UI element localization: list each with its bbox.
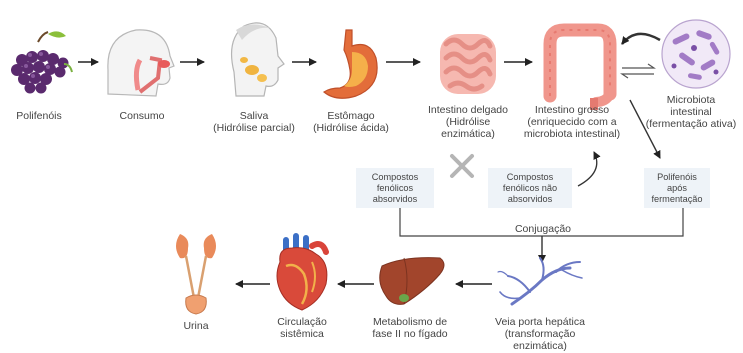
label-saliva-note: (Hidrólise parcial) <box>200 122 308 134</box>
not-absorbed-cross-icon <box>452 156 472 176</box>
label-portal-vein-3: enzimática) <box>488 340 592 352</box>
label-circulation-1: Circulação <box>262 316 342 328</box>
arrow-not-absorbed-to-large-intestine <box>578 152 597 186</box>
small-intestine-icon <box>440 34 496 94</box>
label-circulation-2: sistêmica <box>262 328 342 340</box>
label-conjugation: Conjugação <box>498 223 588 235</box>
label-liver-2: fase II no fígado <box>362 328 458 340</box>
label-saliva: Saliva (Hidrólise parcial) <box>200 110 308 134</box>
label-small-intestine: Intestino delgado (Hidrólise enzimática) <box>420 104 516 140</box>
label-liver-metabolism: Metabolismo de fase II no fígado <box>362 316 458 340</box>
label-polyphenols: Polifenóis <box>8 110 70 122</box>
portal-vein-icon <box>498 258 582 304</box>
box-fermentation-line-1: Polifenóis <box>651 172 702 183</box>
label-stomach-title: Estômago <box>304 110 398 122</box>
label-consumption: Consumo <box>110 110 174 122</box>
box-not-absorbed-line-3: absorvidos <box>503 194 557 205</box>
large-intestine-icon <box>550 30 610 110</box>
label-urine: Urina <box>176 320 216 332</box>
box-absorbed-compounds: Compostos fenólicos absorvidos <box>356 168 434 208</box>
label-saliva-title: Saliva <box>200 110 308 122</box>
label-large-intestine: Intestino grosso (enriquecido com a micr… <box>514 104 630 140</box>
liver-icon <box>380 258 444 305</box>
label-liver-1: Metabolismo de <box>362 316 458 328</box>
heart-icon <box>277 236 327 310</box>
box-not-absorbed-line-1: Compostos <box>503 172 557 183</box>
label-large-intestine-note-2: microbiota intestinal) <box>514 128 630 140</box>
label-stomach: Estômago (Hidrólise ácida) <box>304 110 398 134</box>
label-large-intestine-title: Intestino grosso <box>514 104 630 116</box>
arrow-microbiota-curve <box>622 34 660 44</box>
label-microbiota-3: (fermentação ativa) <box>640 118 742 130</box>
box-absorbed-line-1: Compostos <box>372 172 418 183</box>
microbiota-icon <box>662 20 730 88</box>
kidneys-bladder-icon <box>176 234 216 314</box>
box-not-absorbed-line-2: fenólicos não <box>503 183 557 194</box>
label-microbiota-1: Microbiota <box>640 94 742 106</box>
label-small-intestine-note-1: (Hidrólise <box>420 116 516 128</box>
label-microbiota-2: intestinal <box>640 106 742 118</box>
equilibrium-arrows <box>622 64 654 78</box>
label-portal-vein-2: (transformação <box>488 328 592 340</box>
box-not-absorbed-compounds: Compostos fenólicos não absorvidos <box>488 168 572 208</box>
label-large-intestine-note-1: (enriquecido com a <box>514 116 630 128</box>
label-microbiota: Microbiota intestinal (fermentação ativa… <box>640 94 742 130</box>
label-portal-vein: Veia porta hepática (transformação enzim… <box>488 316 592 352</box>
box-fermentation-line-2: após <box>651 183 702 194</box>
label-small-intestine-note-2: enzimática) <box>420 128 516 140</box>
grapes-icon <box>11 31 72 93</box>
box-absorbed-line-2: fenólicos <box>372 183 418 194</box>
label-systemic-circulation: Circulação sistêmica <box>262 316 342 340</box>
head-saliva-icon <box>232 23 284 96</box>
box-after-fermentation: Polifenóis após fermentação <box>644 168 710 208</box>
box-absorbed-line-3: absorvidos <box>372 194 418 205</box>
box-fermentation-line-3: fermentação <box>651 194 702 205</box>
label-stomach-note: (Hidrólise ácida) <box>304 122 398 134</box>
head-consumption-icon <box>108 30 174 96</box>
label-portal-vein-1: Veia porta hepática <box>488 316 592 328</box>
label-small-intestine-title: Intestino delgado <box>420 104 516 116</box>
stomach-icon <box>324 30 377 98</box>
